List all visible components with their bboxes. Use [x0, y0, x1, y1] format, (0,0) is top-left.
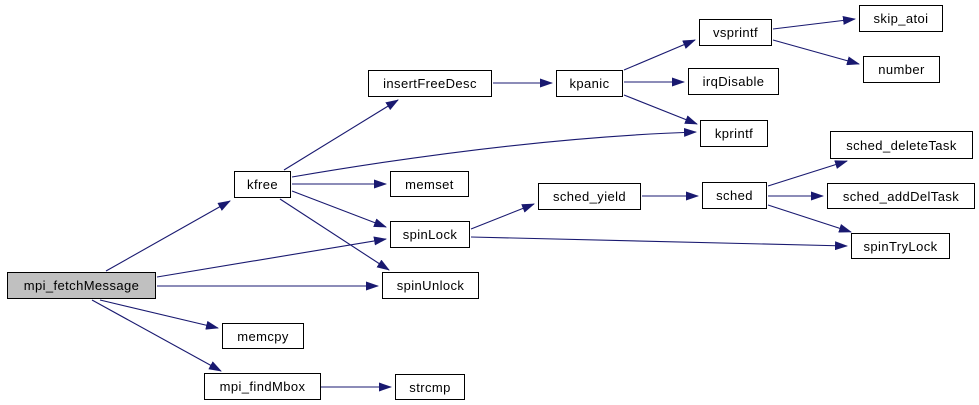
node-sched_addDelTask[interactable]: sched_addDelTask	[827, 183, 975, 209]
edge-sched-to-sched_deleteTask	[767, 160, 848, 187]
edge-mpi_fetchMessage-to-mpi_findMbox	[91, 299, 222, 372]
node-sched[interactable]: sched	[702, 182, 767, 209]
node-memcpy[interactable]: memcpy	[222, 323, 304, 349]
node-label-mpi_findMbox: mpi_findMbox	[219, 379, 306, 394]
node-label-sched: sched	[716, 188, 753, 203]
node-label-strcmp: strcmp	[409, 379, 451, 395]
node-spinTryLock[interactable]: spinTryLock	[851, 233, 950, 259]
node-kpanic[interactable]: kpanic	[556, 70, 623, 97]
node-label-memcpy: memcpy	[237, 328, 289, 344]
edge-mpi_fetchMessage-to-memcpy	[99, 299, 219, 330]
node-kprintf[interactable]: kprintf	[700, 120, 768, 147]
edge-group	[91, 15, 860, 392]
node-label-spinUnlock: spinUnlock	[396, 278, 465, 293]
node-label-number: number	[878, 62, 925, 77]
edge-kfree-to-spinUnlock	[279, 198, 390, 271]
node-label-irqDisable: irqDisable	[702, 74, 765, 89]
node-strcmp[interactable]: strcmp	[395, 374, 465, 400]
node-insertFreeDesc[interactable]: insertFreeDesc	[368, 70, 492, 97]
node-label-memset: memset	[405, 176, 454, 192]
node-label-insertFreeDesc: insertFreeDesc	[383, 76, 477, 91]
edge-kfree-to-insertFreeDesc	[283, 99, 399, 171]
node-label-sched_addDelTask: sched_addDelTask	[842, 188, 960, 204]
node-kfree[interactable]: kfree	[234, 171, 291, 198]
node-spinLock[interactable]: spinLock	[390, 221, 470, 248]
node-label-mpi_fetchMessage: mpi_fetchMessage	[23, 278, 140, 293]
node-label-sched_deleteTask: sched_deleteTask	[846, 137, 957, 153]
edge-mpi_fetchMessage-to-spinLock	[156, 236, 387, 278]
edge-spinLock-to-sched_yield	[470, 203, 535, 230]
node-label-skip_atoi: skip_atoi	[873, 11, 929, 26]
edge-kpanic-to-kprintf	[623, 94, 698, 125]
node-irqDisable[interactable]: irqDisable	[688, 68, 779, 95]
node-mpi_findMbox[interactable]: mpi_findMbox	[204, 373, 321, 400]
node-number[interactable]: number	[863, 56, 940, 83]
node-memset[interactable]: memset	[390, 171, 469, 197]
node-label-kprintf: kprintf	[714, 126, 754, 141]
node-label-vsprintf: vsprintf	[712, 25, 759, 40]
edge-vsprintf-to-skip_atoi	[772, 15, 856, 30]
edge-spinLock-to-spinTryLock	[470, 236, 848, 251]
edge-sched-to-spinTryLock	[767, 204, 852, 233]
node-label-kfree: kfree	[247, 177, 278, 192]
node-label-spinLock: spinLock	[402, 227, 458, 242]
node-label-spinTryLock: spinTryLock	[863, 238, 938, 254]
edge-kfree-to-kprintf	[291, 127, 697, 178]
node-sched_yield[interactable]: sched_yield	[538, 183, 641, 210]
node-mpi_fetchMessage[interactable]: mpi_fetchMessage	[7, 272, 156, 299]
edge-mpi_fetchMessage-to-kfree	[105, 200, 231, 272]
edge-kpanic-to-vsprintf	[623, 39, 696, 71]
node-spinUnlock[interactable]: spinUnlock	[382, 272, 479, 299]
node-label-kpanic: kpanic	[569, 76, 610, 91]
edge-kfree-to-spinLock	[291, 190, 387, 228]
node-label-sched_yield: sched_yield	[552, 189, 627, 204]
node-sched_deleteTask[interactable]: sched_deleteTask	[830, 131, 973, 159]
edge-vsprintf-to-number	[772, 39, 860, 66]
node-skip_atoi[interactable]: skip_atoi	[859, 5, 943, 32]
node-vsprintf[interactable]: vsprintf	[699, 19, 772, 46]
